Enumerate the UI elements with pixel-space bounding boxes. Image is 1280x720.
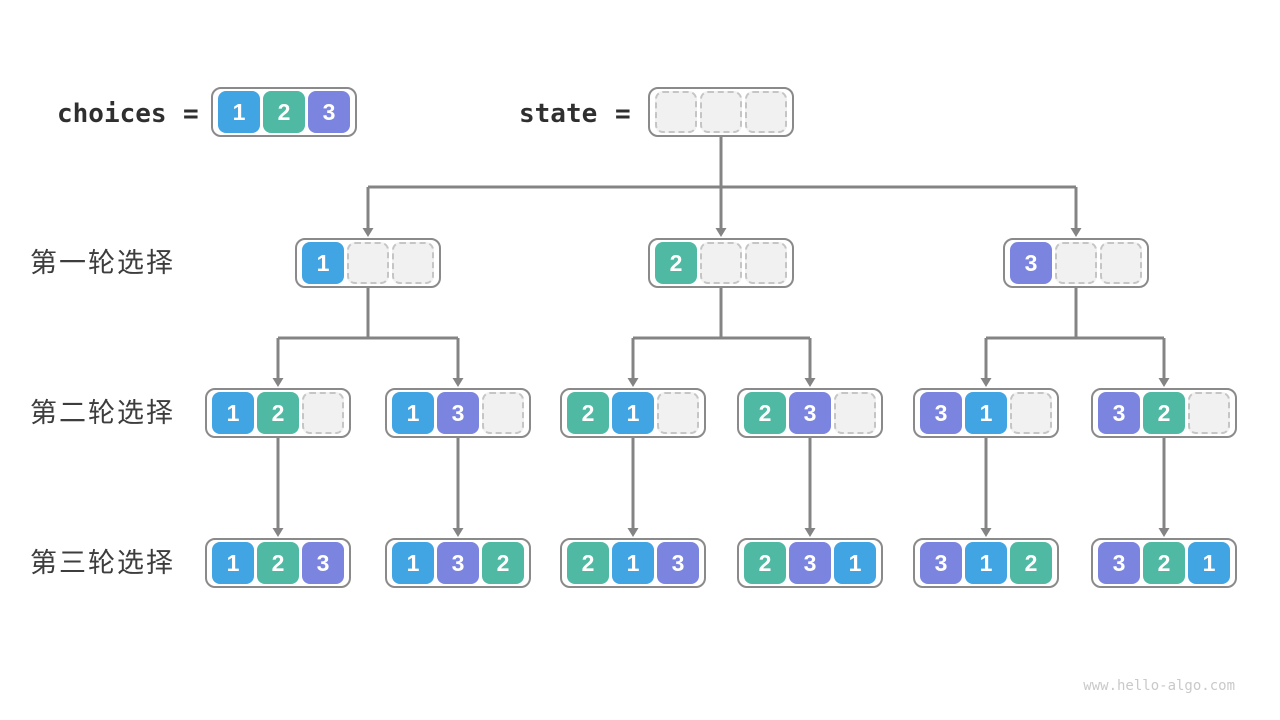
value-cell-3: 3 bbox=[437, 392, 479, 434]
value-cell-2: 2 bbox=[1143, 392, 1185, 434]
state-label: state bbox=[519, 99, 598, 129]
value-cell-1: 1 bbox=[965, 392, 1007, 434]
value-cell-2: 2 bbox=[263, 91, 305, 133]
empty-slot bbox=[700, 91, 742, 133]
value-cell-3: 3 bbox=[920, 392, 962, 434]
value-cell-2: 2 bbox=[567, 392, 609, 434]
value-cell-3: 3 bbox=[789, 542, 831, 584]
value-cell-1: 1 bbox=[302, 242, 344, 284]
arrowhead-icon bbox=[627, 378, 639, 387]
arrowhead-icon bbox=[1158, 378, 1170, 387]
choices-equals-sign: = bbox=[183, 99, 199, 129]
state-equals-sign: = bbox=[615, 99, 631, 129]
arrowhead-icon bbox=[804, 528, 816, 537]
value-cell-3: 3 bbox=[789, 392, 831, 434]
arrowhead-icon bbox=[1158, 528, 1170, 537]
round2-row-label: 第二轮选择 bbox=[30, 398, 175, 428]
empty-slot bbox=[347, 242, 389, 284]
value-cell-2: 2 bbox=[1143, 542, 1185, 584]
round1-box-1: 1 bbox=[295, 238, 441, 288]
value-cell-3: 3 bbox=[308, 91, 350, 133]
empty-slot bbox=[655, 91, 697, 133]
value-cell-2: 2 bbox=[744, 542, 786, 584]
value-cell-1: 1 bbox=[392, 392, 434, 434]
value-cell-3: 3 bbox=[920, 542, 962, 584]
value-cell-2: 2 bbox=[744, 392, 786, 434]
empty-slot bbox=[834, 392, 876, 434]
empty-slot bbox=[302, 392, 344, 434]
arrowhead-icon bbox=[452, 378, 464, 387]
arrowhead-icon bbox=[362, 228, 374, 237]
value-cell-3: 3 bbox=[1010, 242, 1052, 284]
connector-lines bbox=[276, 137, 1166, 529]
value-cell-1: 1 bbox=[612, 542, 654, 584]
arrowhead-icon bbox=[980, 378, 992, 387]
watermark: www.hello-algo.com bbox=[1083, 678, 1235, 694]
arrowhead-icon bbox=[804, 378, 816, 387]
empty-slot bbox=[482, 392, 524, 434]
round3-row-label: 第三轮选择 bbox=[30, 548, 175, 578]
arrowhead-icon bbox=[627, 528, 639, 537]
empty-slot bbox=[745, 91, 787, 133]
value-cell-1: 1 bbox=[612, 392, 654, 434]
empty-slot bbox=[1188, 392, 1230, 434]
value-cell-2: 2 bbox=[655, 242, 697, 284]
round1-row-label: 第一轮选择 bbox=[30, 248, 175, 278]
empty-slot bbox=[1055, 242, 1097, 284]
empty-slot bbox=[1100, 242, 1142, 284]
value-cell-2: 2 bbox=[567, 542, 609, 584]
round1-box-2: 2 bbox=[648, 238, 794, 288]
arrowhead-icon bbox=[272, 528, 284, 537]
value-cell-3: 3 bbox=[1098, 542, 1140, 584]
value-cell-1: 1 bbox=[392, 542, 434, 584]
arrowhead-icon bbox=[1070, 228, 1082, 237]
value-cell-1: 1 bbox=[212, 392, 254, 434]
empty-slot bbox=[700, 242, 742, 284]
value-cell-3: 3 bbox=[657, 542, 699, 584]
state-box bbox=[648, 87, 794, 137]
value-cell-3: 3 bbox=[437, 542, 479, 584]
value-cell-1: 1 bbox=[834, 542, 876, 584]
value-cell-2: 2 bbox=[257, 542, 299, 584]
arrowhead-icon bbox=[980, 528, 992, 537]
empty-slot bbox=[657, 392, 699, 434]
arrowhead-icon bbox=[715, 228, 727, 237]
choices-label: choices bbox=[57, 99, 167, 129]
empty-slot bbox=[392, 242, 434, 284]
value-cell-1: 1 bbox=[212, 542, 254, 584]
value-cell-2: 2 bbox=[482, 542, 524, 584]
arrowhead-icon bbox=[452, 528, 464, 537]
value-cell-1: 1 bbox=[1188, 542, 1230, 584]
value-cell-2: 2 bbox=[1010, 542, 1052, 584]
empty-slot bbox=[1010, 392, 1052, 434]
value-cell-1: 1 bbox=[218, 91, 260, 133]
arrowhead-icon bbox=[272, 378, 284, 387]
value-cell-2: 2 bbox=[257, 392, 299, 434]
round1-box-3: 3 bbox=[1003, 238, 1149, 288]
empty-slot bbox=[745, 242, 787, 284]
value-cell-3: 3 bbox=[1098, 392, 1140, 434]
value-cell-3: 3 bbox=[302, 542, 344, 584]
value-cell-1: 1 bbox=[965, 542, 1007, 584]
